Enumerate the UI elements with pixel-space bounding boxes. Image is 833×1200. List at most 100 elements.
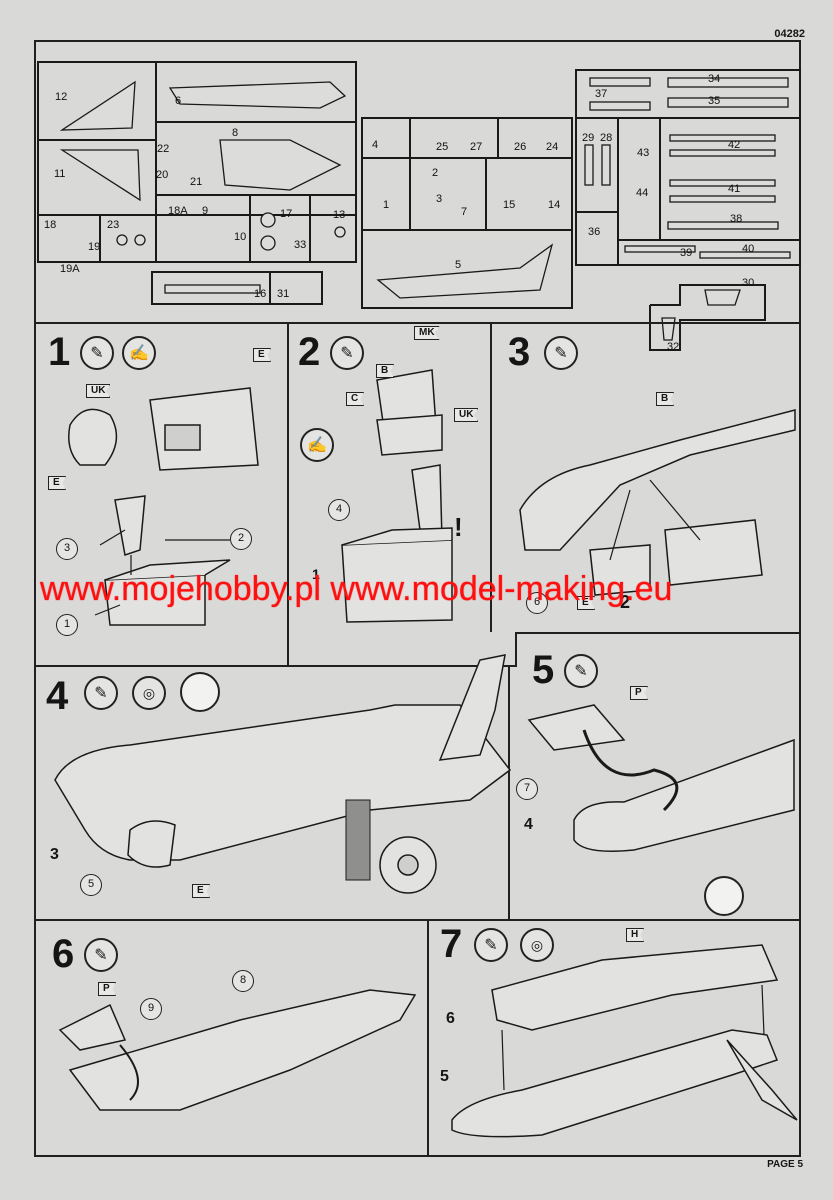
svg-text:41: 41 bbox=[728, 183, 740, 195]
step-number: 6 bbox=[52, 932, 75, 976]
svg-text:18A: 18A bbox=[168, 205, 188, 217]
svg-text:29: 29 bbox=[582, 132, 594, 144]
part-callout: 1 bbox=[56, 614, 78, 636]
catalog-code: 04282 bbox=[774, 28, 805, 40]
svg-text:19: 19 bbox=[88, 241, 100, 253]
svg-text:14: 14 bbox=[548, 199, 560, 211]
svg-text:44: 44 bbox=[636, 187, 648, 199]
step-divider bbox=[34, 665, 289, 667]
svg-text:31: 31 bbox=[277, 288, 289, 300]
drying-time-icon bbox=[180, 672, 220, 712]
step-number: 1 bbox=[48, 330, 71, 374]
svg-text:17: 17 bbox=[280, 208, 292, 220]
svg-text:4: 4 bbox=[372, 139, 378, 151]
drying-time-icon bbox=[704, 876, 744, 916]
svg-text:6: 6 bbox=[175, 95, 181, 107]
svg-text:9: 9 bbox=[202, 205, 208, 217]
svg-text:39: 39 bbox=[680, 247, 692, 259]
part-label: 4 bbox=[524, 816, 533, 833]
glue-icon: ✎ bbox=[544, 336, 578, 370]
step-divider bbox=[515, 632, 517, 667]
glue-icon: ✎ bbox=[84, 676, 118, 710]
svg-text:26: 26 bbox=[514, 141, 526, 153]
paint-flag: B bbox=[376, 364, 394, 378]
step3-diagram bbox=[519, 409, 796, 596]
svg-text:24: 24 bbox=[546, 141, 558, 153]
step-number: 2 bbox=[298, 330, 321, 374]
tape-icon: ◎ bbox=[132, 676, 166, 710]
svg-text:23: 23 bbox=[107, 219, 119, 231]
svg-text:34: 34 bbox=[708, 73, 720, 85]
part-label: 6 bbox=[446, 1010, 455, 1027]
step-divider bbox=[34, 919, 801, 921]
part-callout: 3 bbox=[56, 538, 78, 560]
part-label: 2 bbox=[620, 592, 631, 612]
step4-diagram bbox=[54, 654, 512, 894]
svg-text:38: 38 bbox=[730, 213, 742, 225]
svg-text:8: 8 bbox=[232, 127, 238, 139]
paint-brush-icon: ✍ bbox=[300, 428, 334, 462]
step-divider bbox=[287, 322, 289, 667]
glue-icon: ✎ bbox=[84, 938, 118, 972]
step2-diagram bbox=[341, 369, 453, 623]
paint-brush-icon: ✍ bbox=[122, 336, 156, 370]
svg-text:21: 21 bbox=[190, 176, 202, 188]
svg-text:1: 1 bbox=[383, 199, 389, 211]
step6-diagram bbox=[58, 989, 417, 1111]
svg-text:3: 3 bbox=[436, 193, 442, 205]
step-number: 7 bbox=[440, 922, 463, 966]
step-divider bbox=[427, 919, 429, 1157]
svg-text:7: 7 bbox=[461, 206, 467, 218]
svg-text:40: 40 bbox=[742, 243, 754, 255]
glue-icon: ✎ bbox=[330, 336, 364, 370]
paint-flag: P bbox=[98, 982, 116, 996]
part-label: 1 bbox=[312, 566, 320, 582]
paint-flag: H bbox=[626, 928, 644, 942]
glue-icon: ✎ bbox=[80, 336, 114, 370]
svg-text:18: 18 bbox=[44, 219, 56, 231]
svg-text:27: 27 bbox=[470, 141, 482, 153]
paint-flag: C bbox=[346, 392, 364, 406]
glue-icon: ✎ bbox=[564, 654, 598, 688]
svg-text:43: 43 bbox=[637, 147, 649, 159]
svg-text:10: 10 bbox=[234, 231, 246, 243]
part-callout: 6 bbox=[526, 592, 548, 614]
step-number: 5 bbox=[532, 648, 555, 692]
part-callout: 7 bbox=[516, 778, 538, 800]
svg-text:12: 12 bbox=[55, 91, 67, 103]
svg-text:22: 22 bbox=[157, 143, 169, 155]
svg-text:30: 30 bbox=[742, 277, 754, 289]
tape-icon: ◎ bbox=[520, 928, 554, 962]
svg-text:13: 13 bbox=[333, 209, 345, 221]
svg-text:25: 25 bbox=[436, 141, 448, 153]
glue-icon: ✎ bbox=[474, 928, 508, 962]
svg-text:33: 33 bbox=[294, 239, 306, 251]
part-label: 5 bbox=[440, 1068, 449, 1085]
step-divider bbox=[515, 632, 801, 634]
step5-diagram bbox=[527, 704, 795, 852]
svg-text:28: 28 bbox=[600, 132, 612, 144]
svg-text:20: 20 bbox=[156, 169, 168, 181]
svg-text:11: 11 bbox=[54, 168, 65, 180]
step-divider bbox=[287, 665, 517, 667]
step7-diagram bbox=[451, 944, 798, 1138]
svg-text:32: 32 bbox=[667, 341, 679, 353]
svg-text:15: 15 bbox=[503, 199, 515, 211]
svg-text:36: 36 bbox=[588, 226, 600, 238]
warning-mark: ! bbox=[454, 512, 463, 542]
instruction-frame bbox=[34, 40, 801, 1157]
part-callout: 9 bbox=[140, 998, 162, 1020]
step-divider bbox=[34, 322, 801, 324]
step1-diagram bbox=[68, 387, 259, 626]
svg-text:37: 37 bbox=[595, 88, 607, 100]
step-number: 4 bbox=[46, 674, 69, 718]
svg-text:19A: 19A bbox=[60, 263, 80, 275]
page-number: PAGE 5 bbox=[767, 1159, 803, 1170]
part-callout: 2 bbox=[230, 528, 252, 550]
svg-text:35: 35 bbox=[708, 95, 720, 107]
svg-text:16: 16 bbox=[254, 288, 266, 300]
svg-text:5: 5 bbox=[455, 259, 461, 271]
part-label: 3 bbox=[50, 846, 59, 863]
step-number: 3 bbox=[508, 330, 531, 374]
